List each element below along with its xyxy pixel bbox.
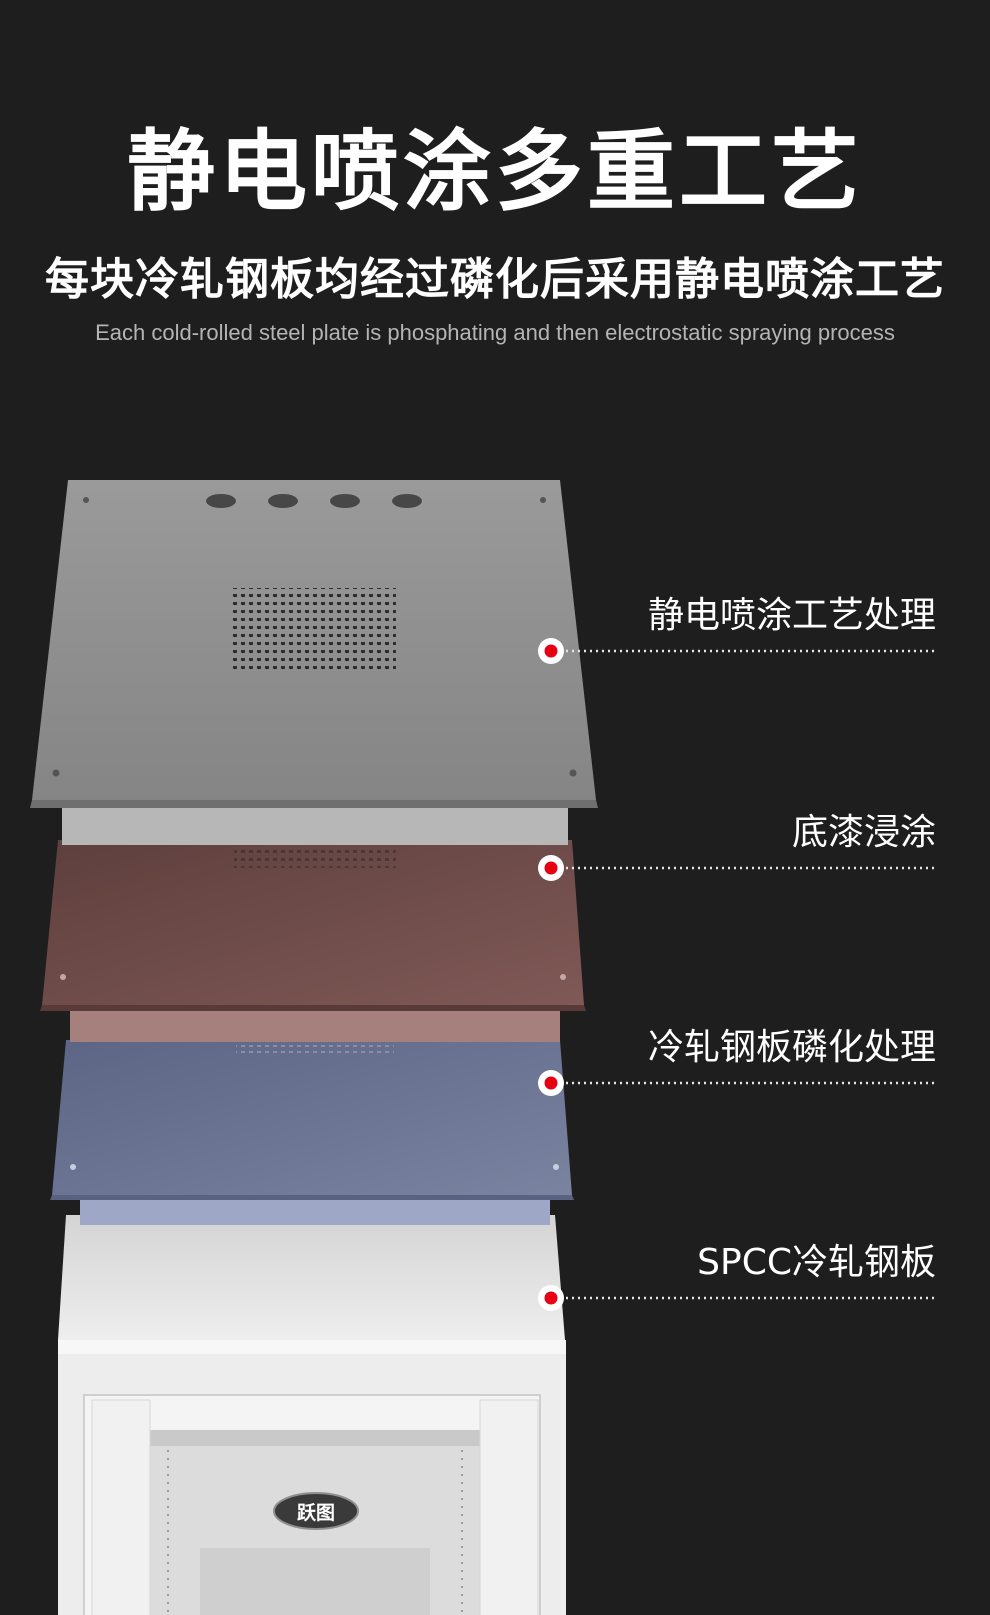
callout-marker-4 xyxy=(538,1285,936,1311)
callout-marker-3 xyxy=(538,1070,936,1096)
callout-label-spcc-steel: SPCC冷轧钢板 xyxy=(697,1242,936,1283)
brand-logo: 跃图 xyxy=(273,1492,359,1530)
page-subtitle: 每块冷轧钢板均经过磷化后采用静电喷涂工艺 xyxy=(45,254,945,305)
callout-marker-1 xyxy=(538,638,936,664)
cabinet-body xyxy=(58,1215,566,1615)
callout-label-phosphating: 冷轧钢板磷化处理 xyxy=(647,1027,936,1068)
phosphate-layer xyxy=(50,1040,574,1225)
primer-layer xyxy=(40,840,586,1042)
callout-marker-2 xyxy=(538,855,936,881)
page-subtitle-english: Each cold-rolled steel plate is phosphat… xyxy=(95,320,895,345)
callout-label-electrostatic-spraying: 静电喷涂工艺处理 xyxy=(647,595,936,636)
brand-logo-text: 跃图 xyxy=(297,1502,335,1524)
page-title: 静电喷涂多重工艺 xyxy=(126,120,863,223)
callout-label-primer-dip: 底漆浸涂 xyxy=(791,812,936,853)
top-sprayed-layer xyxy=(30,480,598,845)
